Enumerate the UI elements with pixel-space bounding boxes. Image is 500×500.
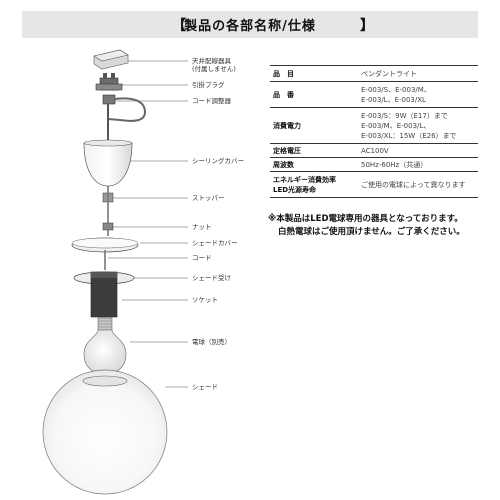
title-bracket-right: 】 <box>360 18 375 34</box>
part-label-line: (付属しません) <box>192 65 236 73</box>
part-label-ceiling-cover: シーリングカバー <box>192 157 244 165</box>
page-title: 製品の各部名称/仕様 <box>184 19 316 34</box>
spec-value-line: E-003/S：9W（E17）まで <box>361 111 448 120</box>
spec-value-line: 50Hz-60Hz（共通） <box>361 160 428 169</box>
spec-key: エネルギー消費効率 LED光源寿命 <box>270 171 353 198</box>
notes: ※本製品はLED電球専用の器具となっております。 白熱電球はご使用頂けません。ご… <box>268 213 465 239</box>
part-label-cord-adjuster: コード調整器 <box>192 97 231 105</box>
spec-value-line: ペンダントライト <box>361 69 417 78</box>
cord-adjuster-drawing <box>102 94 147 142</box>
spec-value: E-003/S：9W（E17）まで E-003/M、E-003/L、 E-003… <box>353 107 478 144</box>
spec-value-line: ご使用の電球によって異なります <box>361 180 466 189</box>
spec-key: 定格電圧 <box>270 143 353 158</box>
socket-drawing <box>90 271 118 318</box>
part-label-shade: シェード <box>192 383 218 391</box>
nut-drawing <box>102 222 114 231</box>
part-label-cord: コード <box>192 254 212 262</box>
spec-value: ペンダントライト <box>353 65 478 82</box>
spec-value-line: E-003/XL：15W（E26）まで <box>361 131 457 140</box>
globe-shade-drawing <box>42 369 168 495</box>
spec-row: 消費電力 E-003/S：9W（E17）まで E-003/M、E-003/L、 … <box>270 107 478 144</box>
part-label-shade-holder: シェード受け <box>192 274 231 282</box>
spec-value: E-003/S、E-003/M、 E-003/L、E-003/XL <box>353 81 478 108</box>
part-label-shade-cover: シェードカバー <box>192 239 238 247</box>
leader-lines <box>108 60 188 388</box>
bulb-drawing <box>83 317 127 375</box>
spec-value-line: E-003/L、E-003/XL <box>361 95 426 104</box>
plug-drawing <box>95 73 123 91</box>
note-line: ※本製品はLED電球専用の器具となっております。 <box>268 214 463 224</box>
spec-key: 周波数 <box>270 157 353 172</box>
spec-key: 消費電力 <box>270 107 353 144</box>
spec-value: 50Hz-60Hz（共通） <box>353 157 478 172</box>
note-line: 白熱電球はご使用頂けません。ご了承ください。 <box>278 227 465 237</box>
title-bracket-left: 【 <box>172 18 187 34</box>
part-label-plug: 引掛プラグ <box>192 81 225 89</box>
spec-table: 品 目 ペンダントライト 品 番 E-003/S、E-003/M、 E-003/… <box>270 65 478 198</box>
spec-value: AC100V <box>353 143 478 158</box>
spec-row: 品 番 E-003/S、E-003/M、 E-003/L、E-003/XL <box>270 81 478 108</box>
spec-row: エネルギー消費効率 LED光源寿命 ご使用の電球によって異なります <box>270 171 478 198</box>
spec-value-line: AC100V <box>361 146 389 155</box>
spec-key: 品 目 <box>270 65 353 82</box>
spec-row: 品 目 ペンダントライト <box>270 65 478 82</box>
part-label-socket: ソケット <box>192 296 218 304</box>
part-label-stopper: ストッパー <box>192 194 225 202</box>
part-label-bulb: 電球（別売） <box>192 338 231 346</box>
title-bar: 【 製品の各部名称/仕様 】 <box>22 11 478 38</box>
spec-value-line: E-003/S、E-003/M、 <box>361 85 431 94</box>
spec-key: 品 番 <box>270 81 353 108</box>
part-label-ceiling-box: 天井配線器具 (付属しません) <box>192 57 236 73</box>
part-label-line: 天井配線器具 <box>192 57 231 65</box>
ceiling-cover-drawing <box>83 142 133 187</box>
part-label-nut: ナット <box>192 223 212 231</box>
spec-value-line: E-003/M、E-003/L、 <box>361 121 431 130</box>
spec-row: 周波数 50Hz-60Hz（共通） <box>270 157 478 172</box>
spec-value: ご使用の電球によって異なります <box>353 171 478 198</box>
ceiling-box-drawing <box>93 49 129 70</box>
spec-row: 定格電圧 AC100V <box>270 143 478 158</box>
